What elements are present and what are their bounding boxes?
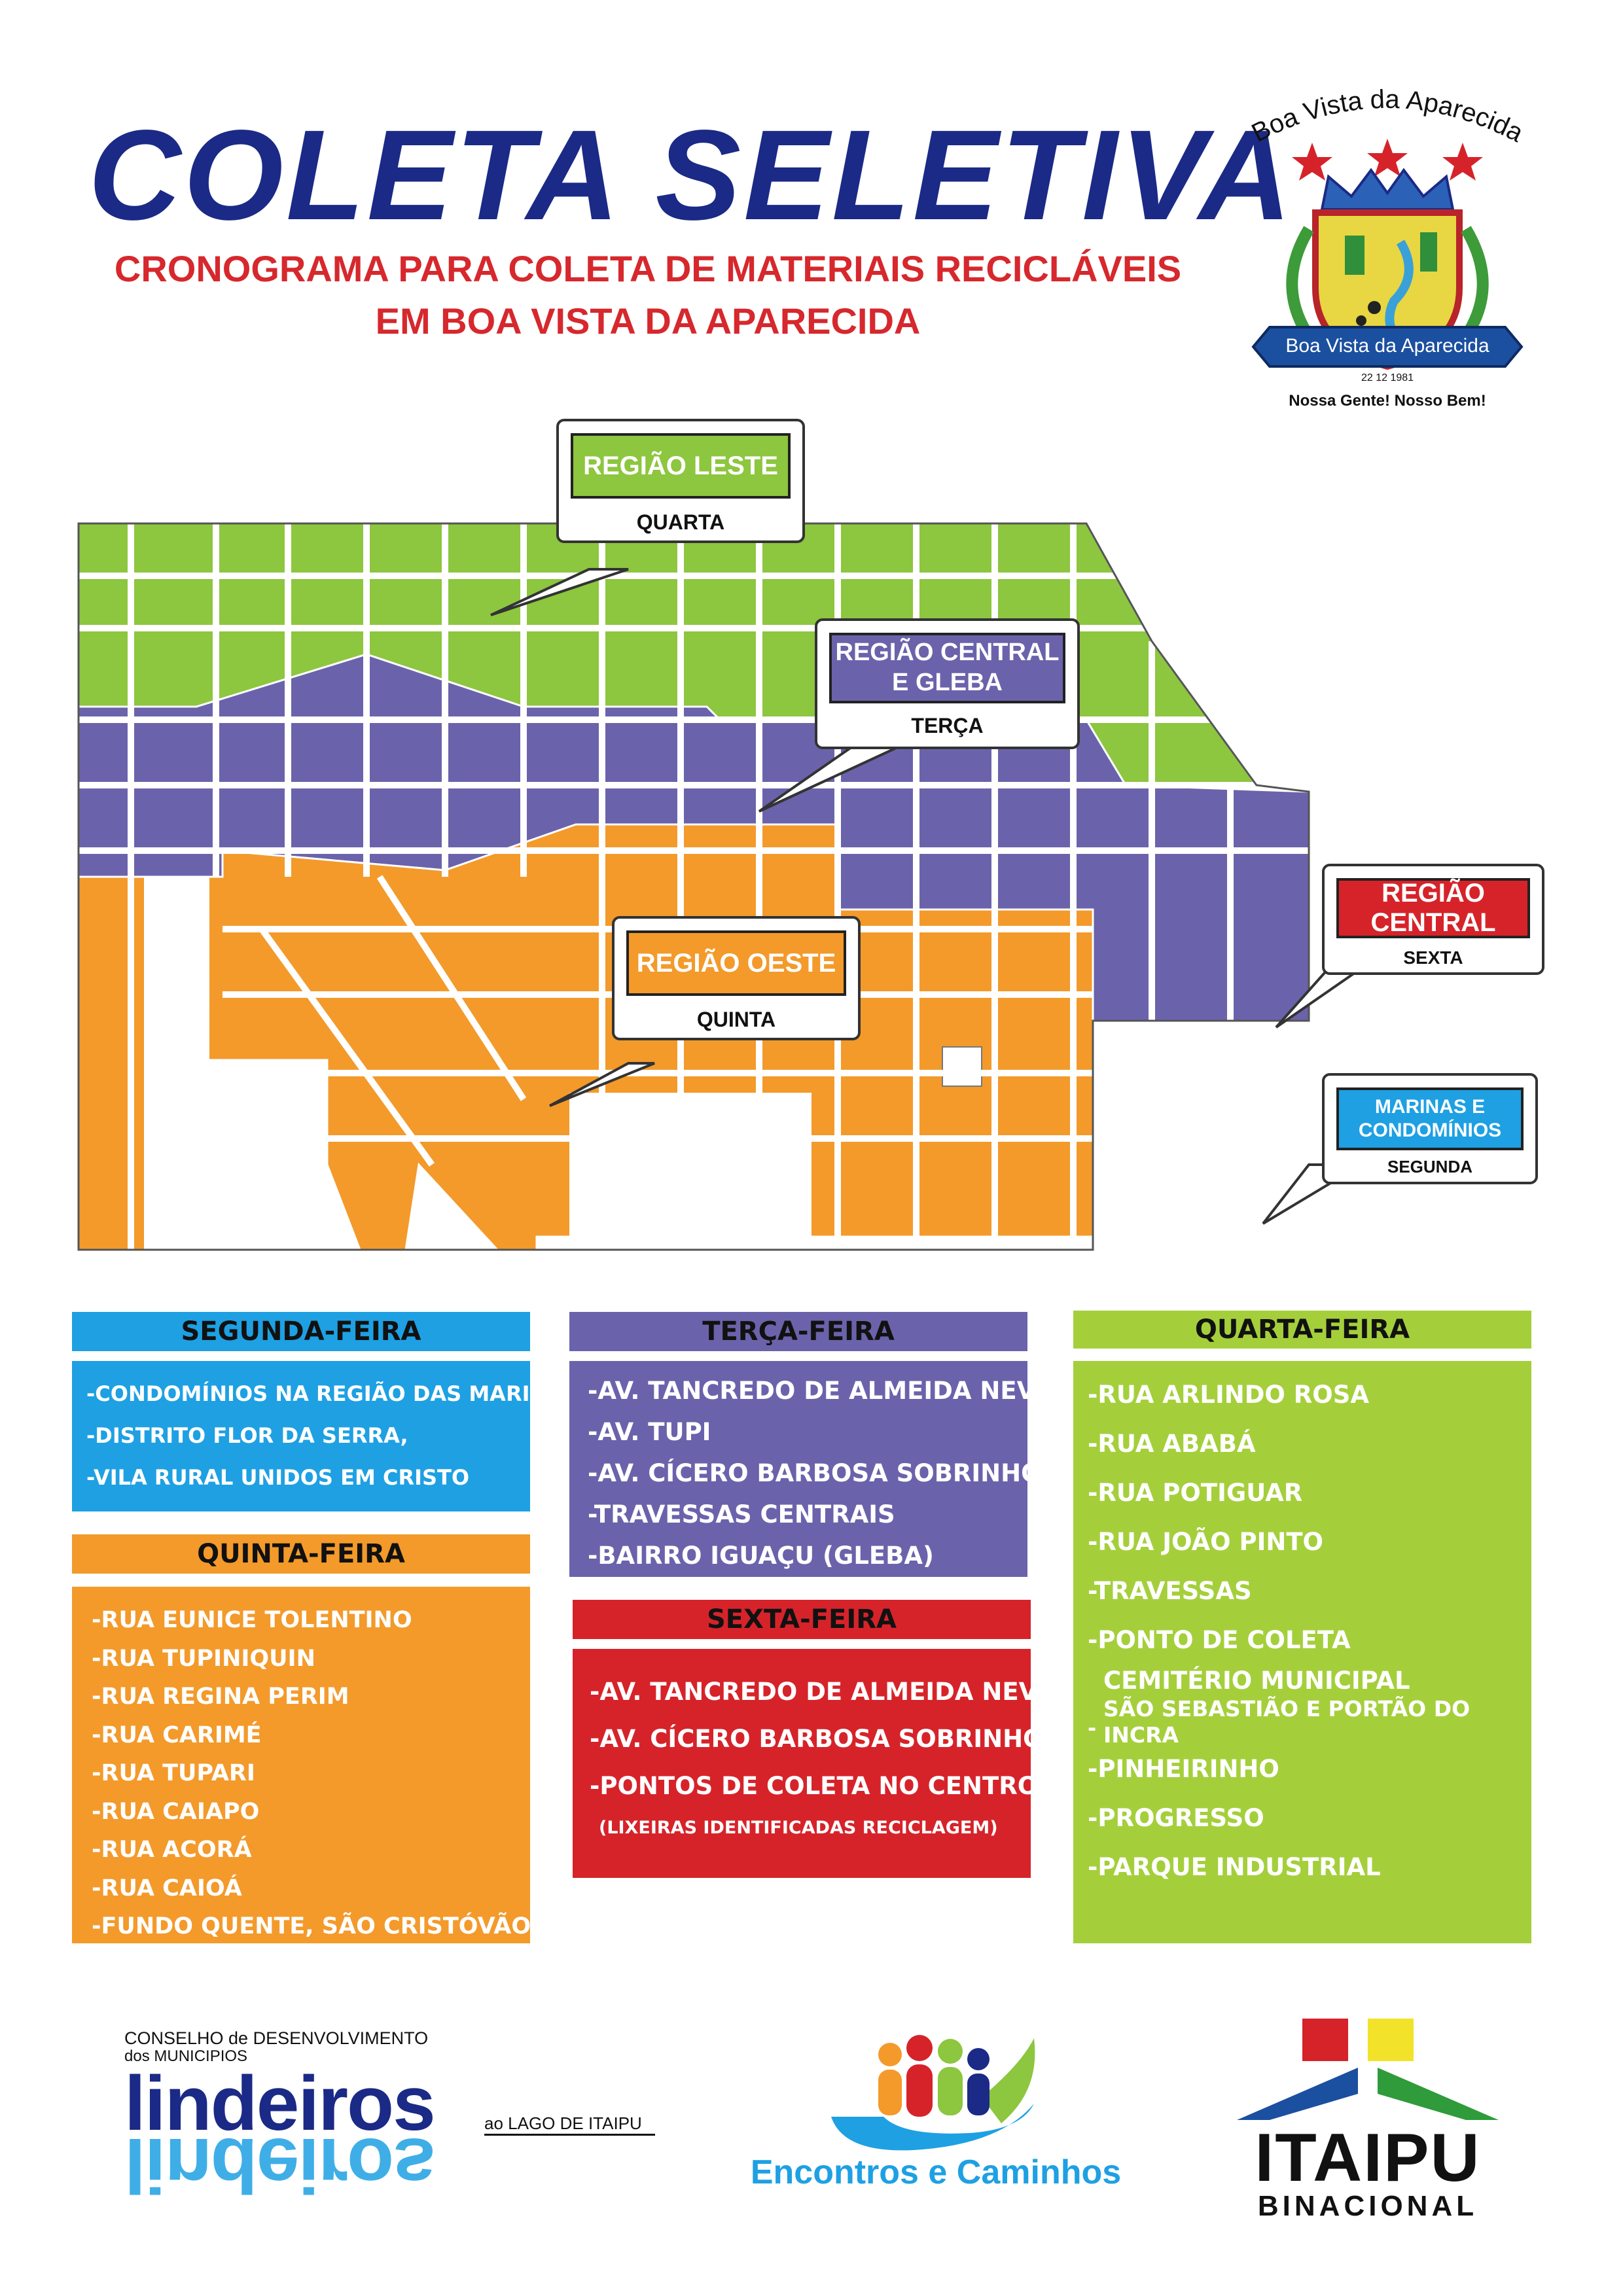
list-item: -PARQUE INDUSTRIAL bbox=[1088, 1853, 1381, 1881]
municipal-crest: Boa Vista da Aparecida Boa Vista da Apar… bbox=[1230, 79, 1544, 419]
lindeiros-brand: lindeiros bbox=[124, 2060, 436, 2147]
list-item: -PINHEIRINHO bbox=[1088, 1755, 1279, 1783]
itaipu-logo: ITAIPU BINACIONAL bbox=[1224, 2019, 1512, 2221]
star-icon bbox=[1442, 143, 1483, 181]
region-central-gleba-line1: REGIÃO CENTRAL bbox=[835, 639, 1060, 667]
list-item: -RUA ABABÁ bbox=[1088, 1430, 1256, 1458]
lindeiros-line1: CONSELHO de DESENVOLVIMENTO bbox=[124, 2028, 429, 2048]
marinas-label: MARINAS E CONDOMÍNIOS bbox=[1336, 1087, 1524, 1150]
subtitle-line-2: EM BOA VISTA DA APARECIDA bbox=[375, 300, 921, 342]
crest-emblem: Boa Vista da Aparecida Boa Vista da Apar… bbox=[1247, 85, 1528, 410]
list-item: -TRAVESSAS bbox=[1088, 1577, 1252, 1605]
list-item: -RUA CAIAPO bbox=[92, 1798, 260, 1825]
cemiterio-dash: - bbox=[1088, 1716, 1097, 1740]
list-item: -PROGRESSO bbox=[1088, 1804, 1264, 1832]
list-item: -BAIRRO IGUAÇU (GLEBA) bbox=[588, 1542, 934, 1570]
list-item: -RUA ARLINDO ROSA bbox=[1088, 1381, 1369, 1409]
region-oeste-day: QUINTA bbox=[696, 1008, 776, 1031]
page-title: COLETA SELETIVA bbox=[88, 103, 1294, 247]
callout-regiao-central-gleba: REGIÃO CENTRAL E GLEBA TERÇA bbox=[815, 618, 1080, 749]
list-item: -RUA EUNICE TOLENTINO bbox=[92, 1607, 412, 1633]
list-item: -RUA JOÃO PINTO bbox=[1088, 1528, 1324, 1556]
list-item: -RUA REGINA PERIM bbox=[92, 1684, 349, 1710]
crest-banner bbox=[1251, 326, 1524, 368]
list-item: -AV. CÍCERO BARBOSA SOBRINHO bbox=[590, 1725, 1044, 1753]
callout-regiao-oeste: REGIÃO OESTE QUINTA bbox=[612, 916, 861, 1040]
list-item: -RUA TUPARI bbox=[92, 1760, 255, 1786]
region-oeste-label: REGIÃO OESTE bbox=[626, 930, 846, 996]
crown-icon bbox=[1320, 168, 1455, 211]
lindeiros-logo: CONSELHO de DESENVOLVIMENTO dos MUNICIPI… bbox=[124, 2028, 687, 2208]
region-central-label: REGIÃO CENTRAL bbox=[1336, 878, 1530, 938]
crest-banner-text: Boa Vista da Aparecida bbox=[1285, 335, 1489, 357]
segunda-list: -CONDOMÍNIOS NA REGIÃO DAS MARINAS -DIST… bbox=[72, 1361, 579, 1511]
star-icon bbox=[1367, 139, 1408, 177]
list-item: -FUNDO QUENTE, SÃO CRISTÓVÃO bbox=[92, 1913, 531, 1939]
quarta-header: QUARTA-FEIRA bbox=[1073, 1311, 1531, 1349]
terca-header: TERÇA-FEIRA bbox=[569, 1312, 1027, 1351]
list-item: -AV. CÍCERO BARBOSA SOBRINHO bbox=[588, 1459, 1042, 1487]
itaipu-emblem-icon bbox=[1237, 2019, 1499, 2120]
list-item: -PONTOS DE COLETA NO CENTRO bbox=[590, 1772, 1039, 1800]
region-central-day: SEXTA bbox=[1403, 947, 1463, 968]
lindeiros-tag: ao LAGO DE ITAIPU bbox=[484, 2113, 655, 2136]
callout-region-leste: REGIÃO LESTE QUARTA bbox=[556, 419, 805, 543]
list-item: -AV. TUPI bbox=[588, 1418, 711, 1446]
city-map bbox=[65, 522, 1366, 1251]
lindeiros-line2: dos MUNICIPIOS bbox=[124, 2047, 248, 2065]
segunda-header: SEGUNDA-FEIRA bbox=[72, 1312, 530, 1351]
list-item: -TRAVESSAS CENTRAIS bbox=[588, 1500, 895, 1528]
sexta-note: (LIXEIRAS IDENTIFICADAS RECICLAGEM) bbox=[599, 1818, 998, 1838]
crest-motto: Nossa Gente! Nosso Bem! bbox=[1289, 392, 1486, 410]
list-item: -AV. TANCREDO DE ALMEIDA NEVES bbox=[588, 1377, 1070, 1405]
list-item: -RUA TUPINIQUIN bbox=[92, 1645, 315, 1672]
region-central-gleba-label: REGIÃO CENTRAL E GLEBA bbox=[829, 633, 1065, 703]
list-item: -AV. TANCREDO DE ALMEIDA NEVES bbox=[590, 1678, 1072, 1706]
itaipu-name: ITAIPU bbox=[1255, 2120, 1481, 2196]
sexta-header: SEXTA-FEIRA bbox=[573, 1600, 1031, 1639]
quinta-header: QUINTA-FEIRA bbox=[72, 1534, 530, 1574]
crest-arc-text: Boa Vista da Aparecida bbox=[1247, 85, 1528, 148]
list-item: -VILA RURAL UNIDOS EM CRISTO bbox=[86, 1465, 470, 1490]
list-item: -CONDOMÍNIOS NA REGIÃO DAS MARINAS bbox=[86, 1381, 579, 1406]
cemiterio-item: CEMITÉRIO MUNICIPAL SÃO SEBASTIÃO E PORT… bbox=[1088, 1666, 1531, 1748]
list-item: -DISTRITO FLOR DA SERRA, bbox=[86, 1423, 408, 1448]
quinta-list: -RUA EUNICE TOLENTINO -RUA TUPINIQUIN -R… bbox=[72, 1587, 531, 1943]
callout-regiao-central: REGIÃO CENTRAL SEXTA bbox=[1322, 864, 1544, 975]
encontros-name: Encontros e Caminhos bbox=[750, 2153, 1122, 2191]
itaipu-sub: BINACIONAL bbox=[1257, 2190, 1478, 2222]
list-item: -RUA ACORÁ bbox=[92, 1837, 252, 1863]
quarta-list: -RUA ARLINDO ROSA -RUA ABABÁ -RUA POTIGU… bbox=[1073, 1361, 1531, 1943]
lindeiros-brand-reflection: lindeiros bbox=[124, 2122, 435, 2208]
callout-pointers bbox=[490, 568, 1366, 1225]
crest-date: 22 12 1981 bbox=[1361, 372, 1414, 383]
marinas-line1: MARINAS E bbox=[1374, 1096, 1486, 1118]
cemiterio-line1: CEMITÉRIO MUNICIPAL bbox=[1103, 1667, 1410, 1695]
cemiterio-line2: SÃO SEBASTIÃO E PORTÃO DO INCRA bbox=[1103, 1696, 1471, 1748]
callout-marinas-condominios: MARINAS E CONDOMÍNIOS SEGUNDA bbox=[1322, 1073, 1538, 1184]
region-central-gleba-day: TERÇA bbox=[911, 714, 984, 737]
marinas-day: SEGUNDA bbox=[1387, 1157, 1472, 1176]
terca-list: -AV. TANCREDO DE ALMEIDA NEVES -AV. TUPI… bbox=[569, 1361, 1070, 1577]
list-item: -RUA CAIOÁ bbox=[92, 1875, 242, 1901]
list-item: -RUA POTIGUAR bbox=[1088, 1479, 1303, 1507]
star-icon bbox=[1292, 143, 1332, 181]
people-group-icon bbox=[831, 2035, 1035, 2151]
sexta-list: -AV. TANCREDO DE ALMEIDA NEVES -AV. CÍCE… bbox=[573, 1649, 1072, 1878]
marinas-line2: CONDOMÍNIOS bbox=[1358, 1120, 1502, 1141]
subtitle-line-1: CRONOGRAMA PARA COLETA DE MATERIAIS RECI… bbox=[114, 248, 1182, 289]
encontros-logo: Encontros e Caminhos bbox=[694, 2019, 1178, 2202]
region-leste-label: REGIÃO LESTE bbox=[571, 433, 791, 499]
list-item: -PONTO DE COLETA bbox=[1088, 1626, 1351, 1654]
region-central-gleba-line2: E GLEBA bbox=[892, 669, 1003, 696]
list-item: -RUA CARIMÉ bbox=[92, 1722, 262, 1748]
region-leste-day: QUARTA bbox=[636, 510, 725, 534]
